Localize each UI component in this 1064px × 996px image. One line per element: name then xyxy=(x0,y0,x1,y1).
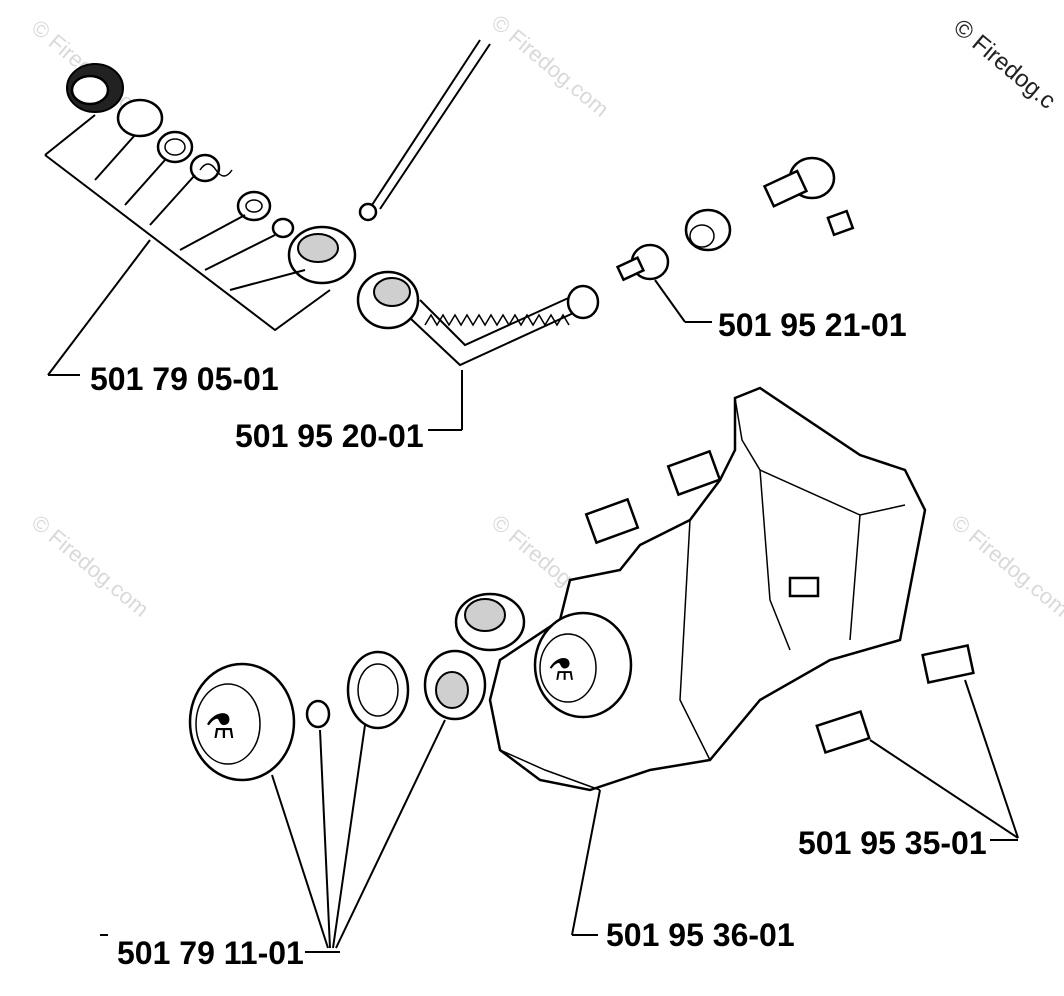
watermark-tile-5: © Firedog.com xyxy=(947,510,1064,622)
fuel-tank-illustration: ⚗ xyxy=(454,386,927,936)
part-label-p3[interactable]: 501 95 21-01 xyxy=(718,307,907,343)
watermark-corner: © Firedog.c xyxy=(948,14,1061,115)
mount-illustration xyxy=(815,644,1019,841)
watermark-tile-2: © Firedog.com xyxy=(487,10,614,122)
valve-illustration xyxy=(615,156,855,323)
part-label-p5[interactable]: 501 95 36-01 xyxy=(606,917,795,953)
watermark-tile-3: © Firedog.com xyxy=(27,510,154,622)
svg-text:⚗: ⚗ xyxy=(205,707,235,747)
part-label-p6[interactable]: 501 79 11-01 xyxy=(117,935,304,971)
cap-set-illustration: ⚗ xyxy=(100,649,487,953)
fuel-hose-illustration xyxy=(356,270,600,431)
svg-text:⚗: ⚗ xyxy=(548,653,575,688)
part-label-p4[interactable]: 501 95 35-01 xyxy=(798,825,987,861)
part-label-p2[interactable]: 501 95 20-01 xyxy=(235,418,424,454)
filter-assembly-illustration xyxy=(44,39,491,376)
part-labels: 501 79 05-01 501 95 20-01 501 95 21-01 5… xyxy=(90,307,987,971)
part-label-p1[interactable]: 501 79 05-01 xyxy=(90,361,279,397)
